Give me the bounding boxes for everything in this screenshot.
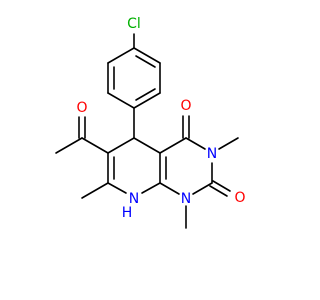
bond-ring-3: [133, 92, 161, 109]
bond-n8-c8a: [141, 182, 161, 194]
n3-nitrogen-atom-label: N: [207, 146, 217, 162]
chlorine-atom-label: Cl: [127, 16, 141, 32]
bond-n3-methyl: [218, 137, 239, 150]
chemical-structure-diagram: Cl O O O N N H N: [55, 16, 246, 229]
bonds: [55, 33, 239, 229]
bond-acetyl-methyl: [55, 137, 83, 154]
bond-c5-c6: [107, 137, 135, 154]
bond-c4a-c4: [159, 137, 187, 154]
bond-ring-1: [133, 47, 161, 64]
bond-c7-methyl: [81, 182, 109, 199]
bond-c6-acetyl: [81, 137, 109, 154]
bond-c2-o-double: [209, 185, 228, 197]
bond-ring-double-b: [135, 88, 156, 101]
bond-n1-c8a: [159, 182, 180, 195]
c4-oxygen-atom-label: O: [180, 98, 191, 114]
bond-c7-n8: [107, 182, 127, 194]
atom-labels: Cl O O O N N H N: [76, 16, 245, 221]
c2-oxygen-atom-label: O: [234, 190, 245, 206]
bond-c4-n3: [185, 137, 206, 150]
bond-c4a-c5: [133, 137, 161, 154]
n8-nitrogen-atom-label: N: [129, 191, 139, 207]
bond-c2-o: [212, 180, 231, 192]
n8-hydrogen-atom-label: H: [122, 205, 133, 221]
bond-ring-6: [107, 47, 135, 64]
n1-nitrogen-atom-label: N: [181, 191, 191, 207]
acetyl-oxygen-atom-label: O: [76, 100, 87, 116]
bond-ring-double-a: [135, 55, 156, 68]
bond-ring-4: [107, 92, 135, 109]
bond-c2-n1: [192, 182, 213, 195]
